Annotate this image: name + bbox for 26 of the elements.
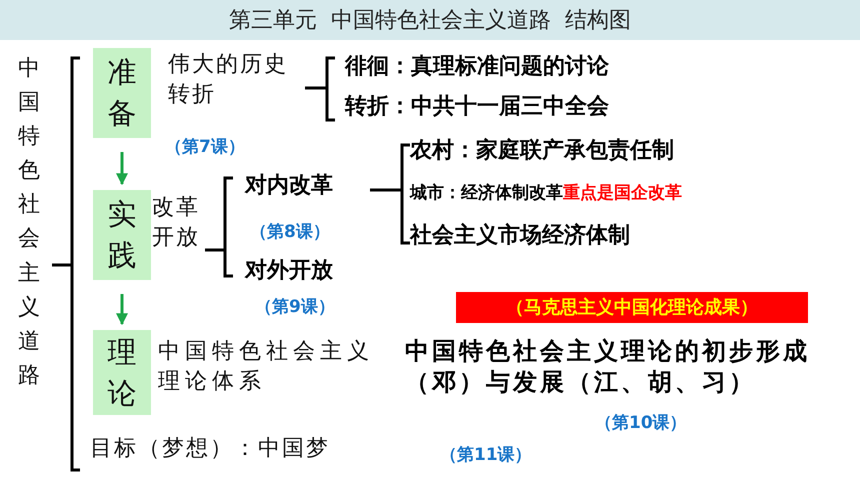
topic-text: 改革开放 — [152, 194, 201, 252]
lesson-note: （第7课） — [165, 136, 245, 158]
arrow — [116, 152, 128, 186]
stage-box: 准备 — [93, 48, 151, 138]
topic-text: 目标（梦想）：中国梦 — [90, 435, 330, 463]
point-text: 农村：家庭联产承包责任制 — [410, 136, 674, 165]
lesson-note: （第9课） — [255, 296, 335, 318]
point-text: 转折：中共十一届三中全会 — [345, 93, 609, 121]
lesson-note: （第8课） — [250, 221, 330, 243]
point-text: 对外开放 — [245, 257, 333, 285]
lesson-note: （第10课） — [595, 412, 687, 434]
title-bar: 第三单元 中国特色社会主义道路 结构图 — [0, 0, 860, 40]
point-text: 中国特色社会主义理论的初步形成（邓）与发展（江、胡、习） — [405, 336, 811, 398]
vertical-heading: 中国特色社会主义道路 — [18, 55, 40, 390]
point-text: 徘徊：真理标准问题的讨论 — [345, 53, 609, 81]
arrow — [116, 294, 128, 326]
point-text: 社会主义市场经济体制 — [410, 222, 630, 250]
stage-box: 实践 — [93, 190, 151, 280]
stage-box: 理论 — [93, 330, 151, 415]
point-text: 对内改革 — [245, 172, 333, 200]
highlight-text: 重点是国企改革 — [563, 182, 682, 204]
lesson-note: （第11课） — [440, 444, 532, 466]
highlight-banner: （马克思主义中国化理论成果） — [456, 292, 808, 323]
point-text: 城市：经济体制改革 — [410, 182, 563, 204]
topic-text: 中国特色社会主义理论体系 — [158, 338, 375, 396]
topic-text: 伟大的历史转折 — [168, 51, 289, 109]
